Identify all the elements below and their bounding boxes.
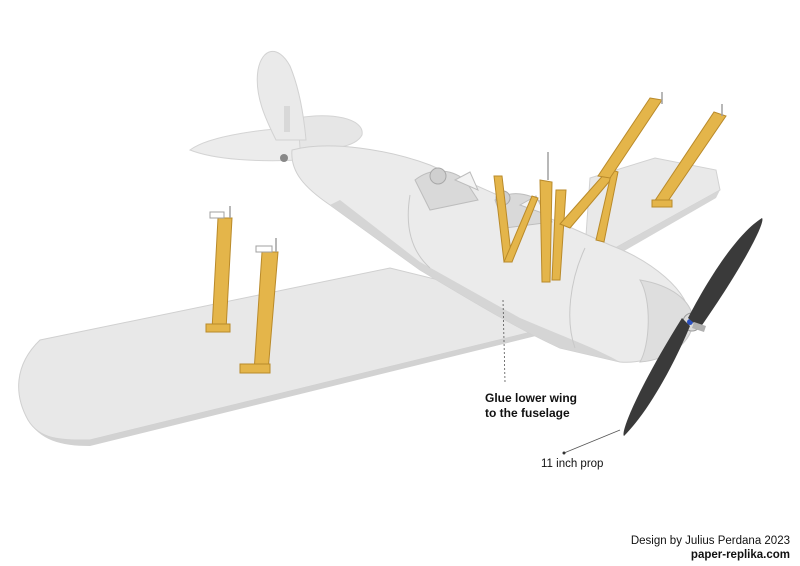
callout-leaders [502, 299, 621, 455]
website-credit: paper-replika.com [690, 549, 790, 561]
wing-struts-right [597, 92, 727, 208]
designer-credit: Design by Julius Perdana 2023 [630, 535, 790, 547]
glue-wing-note: Glue lower wing to the fuselage [485, 391, 577, 421]
tail-assembly [188, 51, 363, 162]
glue-note-line1: Glue lower wing [485, 391, 578, 405]
glue-note-line2: to the fuselage [485, 406, 570, 420]
fuselage [291, 145, 702, 363]
prop-size-note: 11 inch prop [541, 458, 604, 470]
wing-struts-left [205, 206, 279, 374]
propeller [623, 218, 763, 436]
cabane-struts [493, 152, 619, 283]
lower-left-wing [18, 267, 562, 446]
